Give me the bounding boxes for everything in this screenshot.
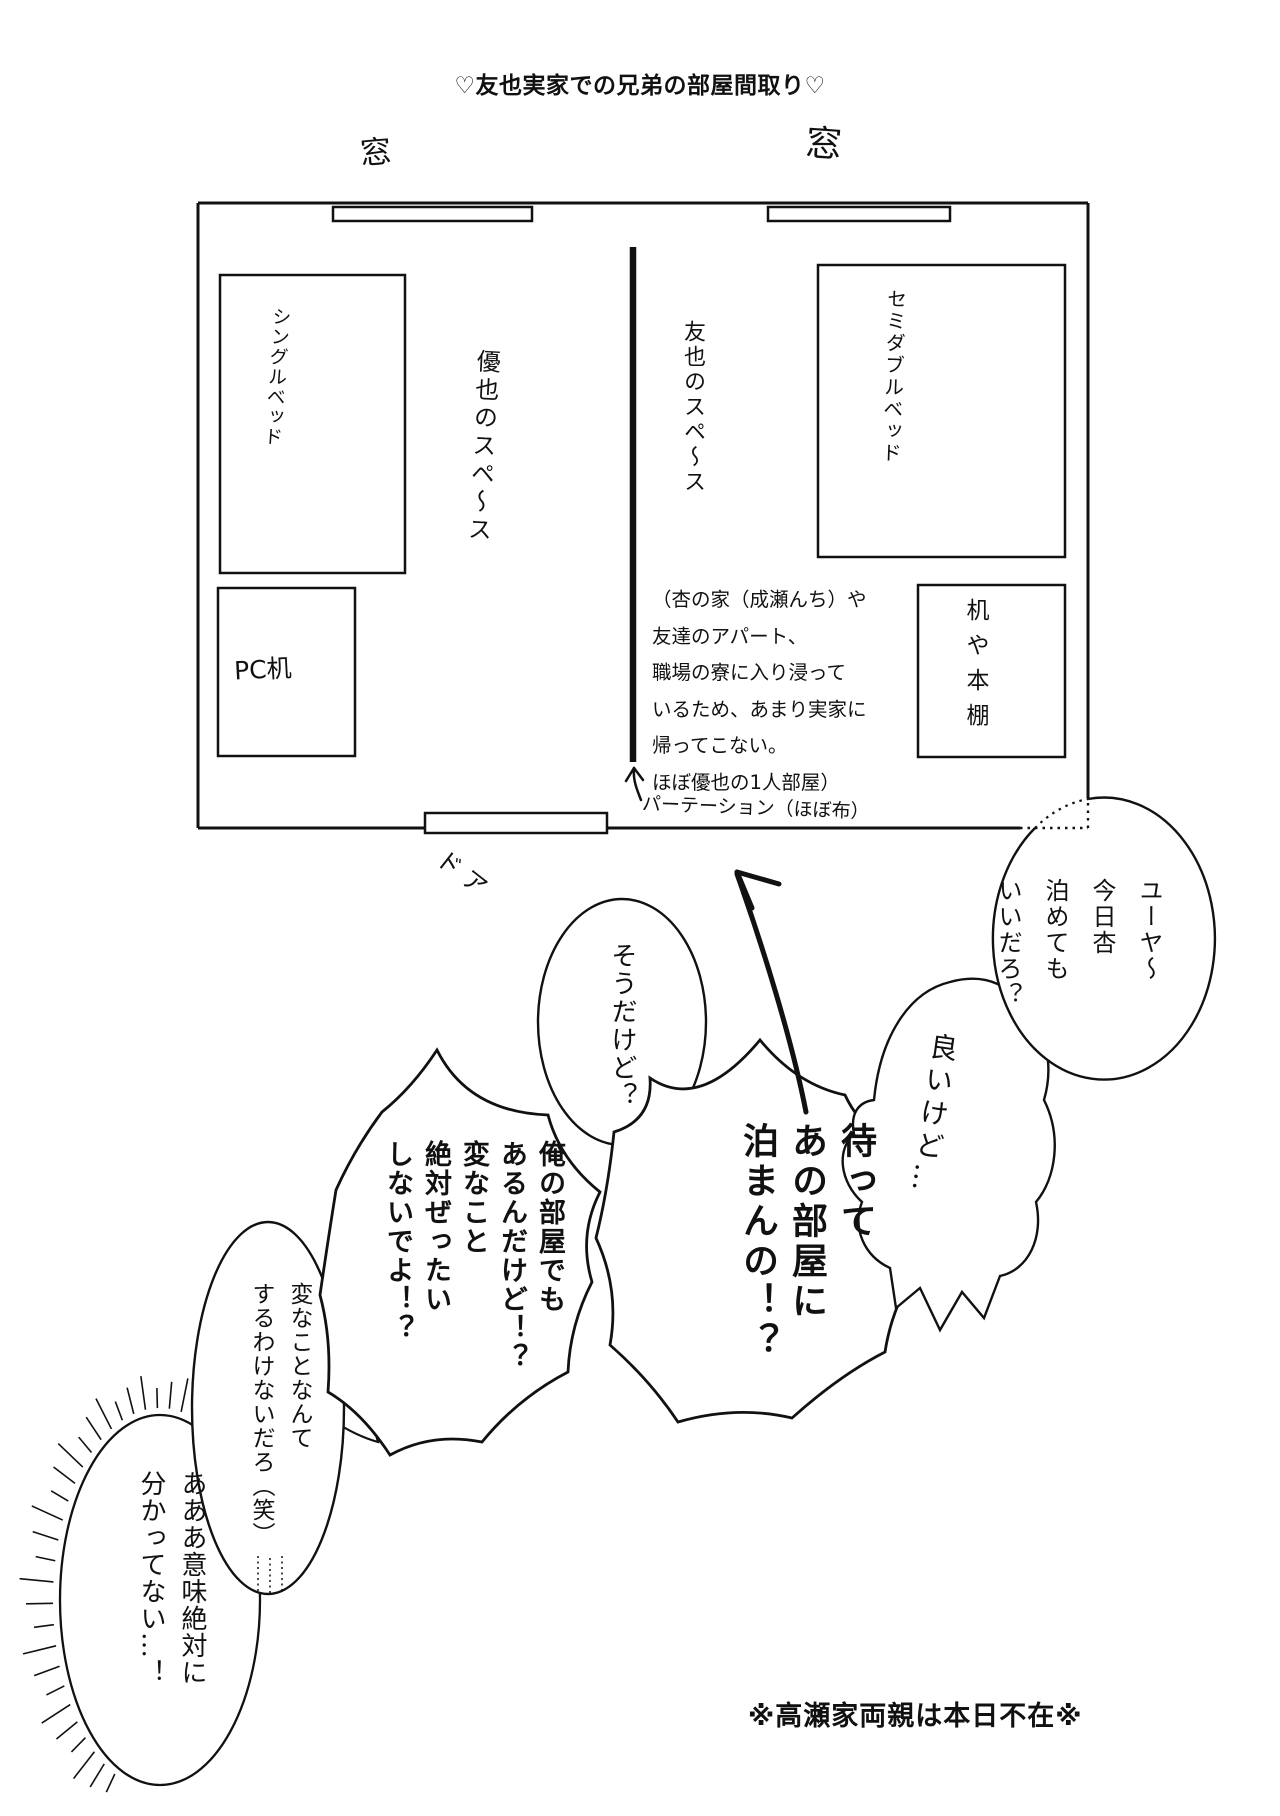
bubble-text-matte: 待って あの部屋に 泊まんの！？ bbox=[737, 1122, 877, 1362]
bubble-text-sou-dakedo: そうだけど？ bbox=[607, 942, 637, 1110]
window-bar-left bbox=[331, 205, 534, 223]
single-bed-rect bbox=[218, 273, 407, 575]
partition-arrow-icon bbox=[624, 766, 645, 802]
window-label-right: 窓 bbox=[804, 122, 844, 167]
stare-dots-icon bbox=[257, 1556, 283, 1594]
window-label-left: 窓 bbox=[358, 133, 393, 173]
bubble-text-ore-no-heya: 俺の部屋でも あるんだけど！？ 変なこと 絶対ぜったい しないでよ！？ bbox=[382, 1140, 565, 1372]
shout-bubble-ore-no-heya bbox=[318, 1047, 602, 1457]
semi-double-bed-label: セミダブルベッド bbox=[877, 288, 908, 465]
semi-double-bed-rect bbox=[816, 263, 1067, 559]
tomoya-space-label: 友也のスペ～ス bbox=[680, 320, 705, 495]
desk-bookshelf-label: 机や本棚 bbox=[962, 598, 988, 738]
page-title: ♡友也実家での兄弟の部屋間取り♡ bbox=[454, 73, 826, 99]
door-rect bbox=[423, 811, 609, 835]
window-bar-right bbox=[766, 205, 952, 223]
speech-bubble-ii-kedo bbox=[841, 977, 1056, 1333]
desk-bookshelf-rect bbox=[916, 583, 1067, 759]
room-note: （杏の家（成瀬んち）や 友達のアパート、 職場の寮に入り浸って いるため、あまり… bbox=[652, 588, 867, 794]
speech-bubble-stay-request bbox=[991, 796, 1217, 1081]
pc-desk-rect bbox=[216, 586, 357, 758]
room-outline bbox=[196, 201, 1090, 830]
bubble-text-hen-na-koto: 変なことなんて するわけないだろ（笑） bbox=[248, 1282, 312, 1546]
footnote: ※高瀬家両親は本日不在※ bbox=[748, 1701, 1083, 1732]
arrow-to-room-icon bbox=[734, 869, 809, 1115]
bubble-text-imi-wakattenai: あああ意味絶対に 分かってない…！ bbox=[136, 1470, 207, 1686]
shout-bubble-matte bbox=[594, 1037, 927, 1424]
pc-desk-label: PC机 bbox=[233, 653, 293, 686]
room-corner-dotted bbox=[1020, 798, 1090, 830]
bubble-text-stay-request: ユーヤ～ 今日杏 泊めても いいだろ？ bbox=[994, 878, 1163, 1008]
